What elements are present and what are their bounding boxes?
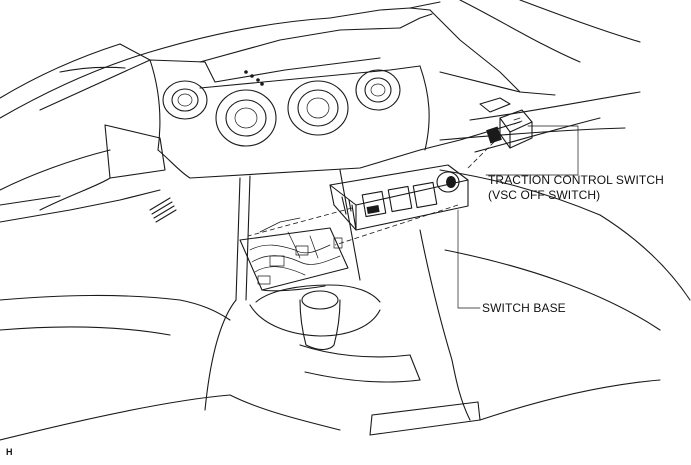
assembly-line-switch: [467, 137, 499, 169]
figure-code-label: H: [6, 447, 13, 457]
switch-base-label: SWITCH BASE: [482, 301, 566, 315]
assembly-line-base-left: [247, 207, 353, 237]
shift-lever-icon: [249, 284, 381, 351]
right-dash-outline: [439, 91, 691, 331]
switch-base-icon: [329, 164, 469, 231]
air-vent-icon: [162, 69, 401, 147]
assembly-line-base-right: [334, 204, 459, 246]
traction-control-switch-label: TRACTION CONTROL SWITCH: [488, 173, 664, 187]
instrument-panel-icon: [0, 0, 641, 223]
center-console-icon: [0, 169, 661, 441]
leader-line-traction-switch: [485, 125, 579, 176]
traction-control-switch-icon: [486, 109, 533, 149]
leader-line-switch-base: [457, 209, 481, 309]
vsc-off-switch-label: (VSC OFF SWITCH): [488, 188, 601, 202]
wiring-opening-icon: [239, 217, 349, 292]
